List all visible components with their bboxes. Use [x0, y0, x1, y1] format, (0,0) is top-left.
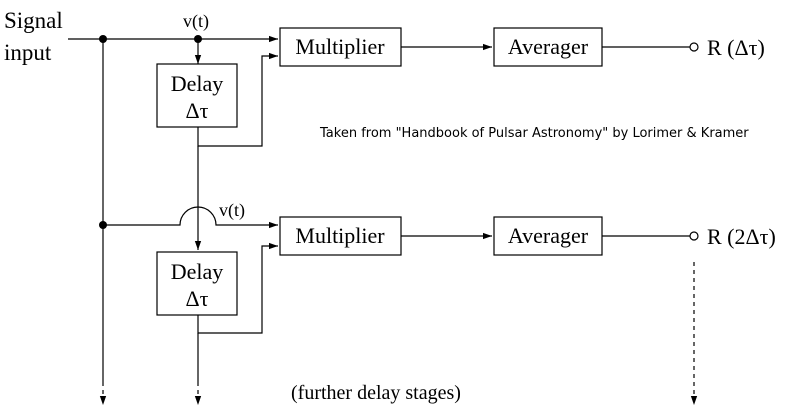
- delay-box-stage1: Delay Δτ: [156, 63, 238, 128]
- delay-label-stage1: Delay: [171, 71, 224, 96]
- output-label-stage1: R (Δτ): [707, 35, 765, 60]
- multiplier-box-stage1: Multiplier: [279, 27, 402, 67]
- delay-label-stage2: Delay: [171, 259, 224, 284]
- delay-tau-stage2: Δτ: [186, 286, 209, 311]
- delay1-to-multiplier1: [197, 52, 278, 147]
- multiplier-label-stage1: Multiplier: [295, 34, 385, 59]
- output-terminal-stage1: [689, 42, 699, 52]
- multiplier-label-stage2: Multiplier: [295, 223, 385, 248]
- averager-label-stage2: Averager: [508, 223, 589, 248]
- signal-input-label-line1: Signal: [4, 8, 63, 33]
- output-terminal-stage2: [689, 231, 699, 241]
- delay-tau-stage1: Δτ: [186, 98, 209, 123]
- vt-label-top: v(t): [183, 11, 209, 32]
- averager-box-stage2: Averager: [493, 216, 603, 256]
- delay-box-stage2: Delay Δτ: [156, 251, 238, 316]
- averager-box-stage1: Averager: [493, 27, 603, 67]
- averager-label-stage1: Averager: [508, 34, 589, 59]
- multiplier-box-stage2: Multiplier: [279, 216, 402, 256]
- signal-input-label-line2: input: [4, 40, 52, 65]
- input-line-stage2: [103, 206, 278, 229]
- delay2-to-multiplier2: [197, 242, 278, 334]
- vt-label-bottom: v(t): [219, 200, 245, 221]
- output-label-stage2: R (2Δτ): [707, 224, 776, 249]
- credit-text: Taken from "Handbook of Pulsar Astronomy…: [319, 126, 749, 141]
- further-stages-label: (further delay stages): [291, 382, 461, 404]
